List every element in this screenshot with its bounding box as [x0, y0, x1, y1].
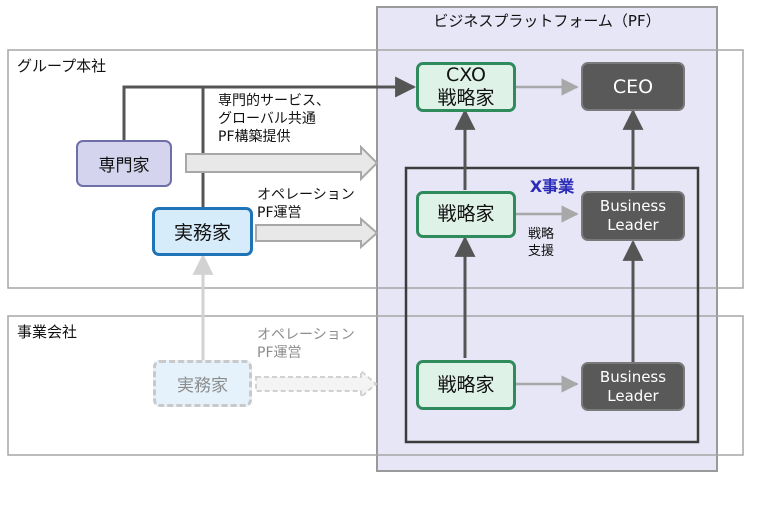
hq-practitioner-box: 実務家 [152, 207, 253, 256]
platform-title: ビジネスプラットフォーム（PF） [433, 12, 661, 30]
cxo-title: CXO [445, 64, 486, 86]
lower-strategist-box: 戦略家 [416, 360, 516, 410]
x-strategist-box: 戦略家 [416, 191, 516, 238]
company-operation-note: オペレーション PF運営 [257, 327, 355, 361]
specialist-block-arrow [185, 144, 379, 182]
x-business-leader-box: Business Leader [581, 191, 685, 241]
x-leader-line-2: Leader [607, 216, 659, 234]
company-practitioner-box: 実務家 [153, 360, 252, 407]
hq-practitioner-block-arrow [255, 216, 379, 250]
strategy-support-note: 戦略 支援 [528, 227, 555, 259]
group-hq-region [7, 49, 744, 289]
company-practitioner-block-arrow [255, 368, 378, 400]
hq-line-to-cxo [122, 76, 417, 140]
x-business-frame [404, 166, 700, 444]
ceo-box: CEO [581, 62, 685, 111]
x-leader-line-1: Business [599, 197, 667, 215]
lower-leader-line-1: Business [599, 367, 667, 386]
business-company-label: 事業会社 [17, 323, 78, 341]
cxo-strategist-box: CXO 戦略家 [416, 62, 516, 112]
lower-business-leader-box: Business Leader [581, 362, 685, 411]
group-hq-label: グループ本社 [17, 57, 107, 75]
specialist-box: 専門家 [76, 140, 172, 187]
business-company-region [7, 315, 744, 456]
x-business-label: X事業 [529, 177, 575, 196]
hq-operation-note: オペレーション PF運営 [257, 187, 355, 221]
lower-leader-line-2: Leader [607, 386, 659, 405]
cxo-role: 戦略家 [437, 87, 495, 109]
specialist-service-note: 専門的サービス、 グローバル共通 PF構築提供 [218, 93, 330, 145]
